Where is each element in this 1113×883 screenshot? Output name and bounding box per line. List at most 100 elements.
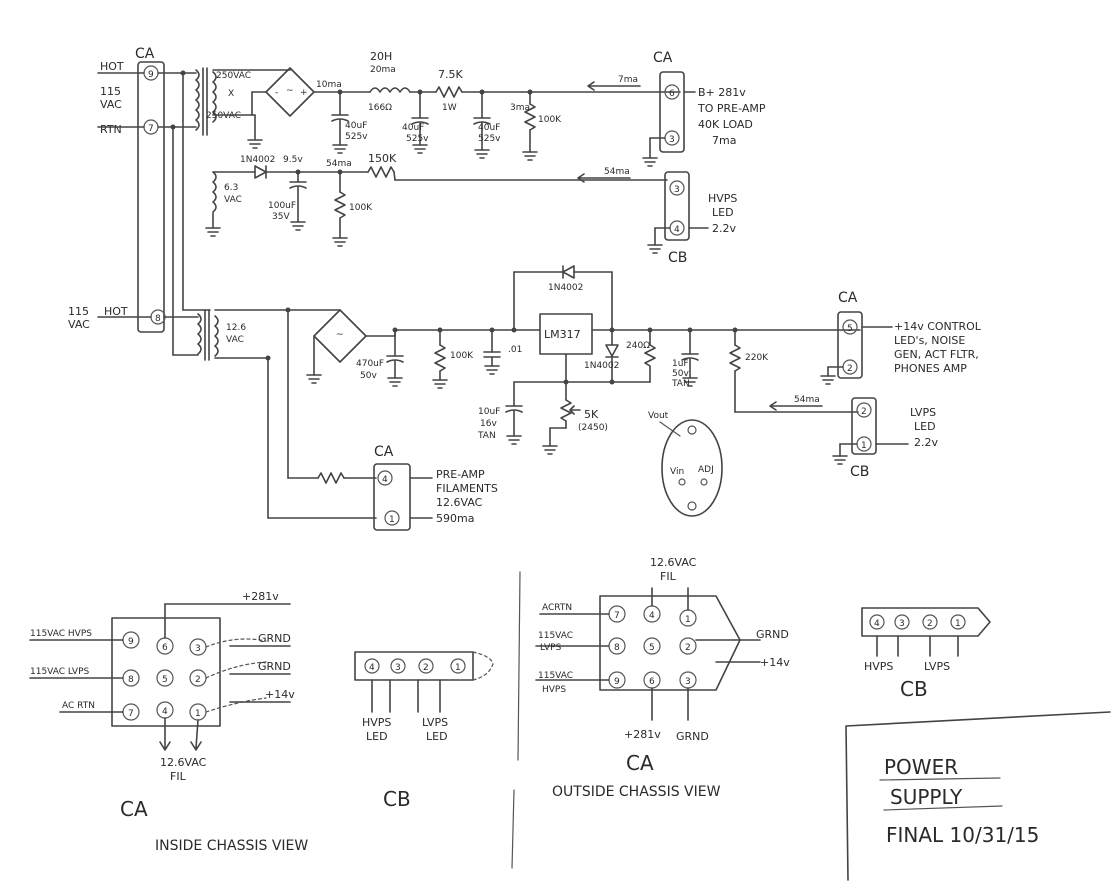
- svg-text:1uF: 1uF: [672, 359, 689, 369]
- svg-text:ADJ: ADJ: [698, 465, 714, 475]
- svg-text:3: 3: [669, 135, 675, 145]
- svg-text:HVPS: HVPS: [708, 192, 737, 205]
- svg-text:PRE-AMP: PRE-AMP: [436, 468, 485, 481]
- hv-section: CA HOT 115 VAC RTN 9 7 8 250VAC X 250VAC: [97, 46, 766, 356]
- svg-text:1: 1: [195, 709, 201, 719]
- hv-led-section: 6.3 VAC 1N4002 9.5v 100uF 35V 54ma 100K …: [205, 152, 737, 266]
- svg-text:TAN: TAN: [671, 379, 690, 389]
- svg-text:LED: LED: [426, 730, 448, 743]
- svg-text:Vout: Vout: [648, 411, 669, 421]
- vac-label: VAC: [100, 98, 122, 111]
- svg-text:2: 2: [195, 675, 201, 685]
- svg-text:2: 2: [847, 364, 853, 374]
- transformer2-secondary: [214, 315, 219, 357]
- ct-x-label: X: [228, 89, 234, 99]
- filament-section: CA 4 1 PRE-AMP FILAMENTS 12.6VAC 590ma: [267, 444, 498, 531]
- svg-text:1N4002: 1N4002: [240, 155, 275, 165]
- svg-text:1N4002: 1N4002: [548, 283, 583, 293]
- v115-label: 115: [100, 85, 121, 98]
- svg-text:LVPS: LVPS: [422, 716, 448, 729]
- svg-text:LVPS: LVPS: [540, 643, 562, 653]
- rtn-label: RTN: [100, 123, 122, 136]
- svg-text:2: 2: [423, 663, 429, 673]
- svg-text:HVPS: HVPS: [542, 685, 566, 695]
- svg-text:HVPS: HVPS: [864, 660, 893, 673]
- pin-9-label: 9: [148, 70, 154, 80]
- view-divider: [511, 571, 521, 869]
- bplus-ma-label: 7ma: [712, 134, 736, 147]
- svg-text:+281v: +281v: [242, 590, 279, 603]
- svg-text:+14v: +14v: [265, 688, 295, 701]
- svg-text:2.2v: 2.2v: [914, 436, 938, 449]
- diode-1n4002-bypass: [562, 265, 575, 279]
- svg-text:~: ~: [286, 86, 294, 96]
- choke-label: 20H: [370, 50, 392, 63]
- svg-text:12.6VAC: 12.6VAC: [436, 496, 483, 509]
- svg-text:FIL: FIL: [660, 570, 677, 583]
- out-ma-label: 7ma: [618, 75, 638, 85]
- svg-text:4: 4: [649, 611, 655, 621]
- svg-text:+14v CONTROL: +14v CONTROL: [894, 320, 982, 333]
- pin-8-label: 8: [155, 314, 161, 324]
- current-arrow-54ma-lv: [769, 401, 823, 411]
- bplus-dest-label: TO PRE-AMP: [697, 102, 766, 115]
- svg-text:8: 8: [128, 675, 134, 685]
- ca-pin-4: [377, 470, 393, 486]
- sec-hi-label: 250VAC: [216, 71, 251, 81]
- pin-7-label: 7: [148, 124, 154, 134]
- svg-text:LED's, NOISE: LED's, NOISE: [894, 334, 965, 347]
- svg-text:7: 7: [614, 611, 620, 621]
- ca-out-connector: [659, 71, 685, 153]
- svg-text:100K: 100K: [349, 203, 373, 213]
- svg-text:GRND: GRND: [756, 628, 789, 641]
- current-arrow-7ma: [587, 81, 641, 91]
- svg-text:16v: 16v: [480, 419, 497, 429]
- svg-text:470uF: 470uF: [356, 359, 384, 369]
- svg-text:50v: 50v: [672, 369, 689, 379]
- svg-text:~: ~: [336, 330, 344, 340]
- svg-text:1: 1: [861, 441, 867, 451]
- svg-text:1: 1: [685, 615, 691, 625]
- svg-text:4: 4: [874, 619, 880, 629]
- svg-text:CA: CA: [838, 290, 858, 306]
- svg-text:54ma: 54ma: [604, 167, 630, 177]
- svg-text:5: 5: [649, 643, 655, 653]
- svg-text:LED: LED: [712, 206, 734, 219]
- resistor-100k-lv: 100K: [432, 329, 474, 389]
- title-supply: SUPPLY: [890, 785, 963, 809]
- svg-text:40uF: 40uF: [478, 123, 500, 133]
- svg-text:VAC: VAC: [226, 335, 244, 345]
- r75k-watt-label: 1W: [442, 103, 457, 113]
- resistor-150k: [367, 166, 395, 178]
- choke-ma-label: 20ma: [370, 65, 396, 75]
- resistor-filament: [317, 472, 345, 484]
- cap-1uf-tan: 1uF 50v TAN: [671, 329, 699, 389]
- svg-text:Vin: Vin: [670, 467, 684, 477]
- svg-text:12.6: 12.6: [226, 323, 246, 333]
- svg-text:FILAMENTS: FILAMENTS: [436, 482, 498, 495]
- title-power: POWER: [884, 755, 958, 779]
- svg-text:FIL: FIL: [170, 770, 187, 783]
- svg-text:50v: 50v: [360, 371, 377, 381]
- cap-10uf-tan: 10uF 16v TAN: [477, 381, 523, 445]
- svg-text:CB: CB: [668, 250, 687, 266]
- svg-text:35V: 35V: [272, 212, 290, 222]
- ca-out-label: CA: [653, 50, 673, 66]
- svg-text:5: 5: [162, 675, 168, 685]
- inside-chassis-caption: INSIDE CHASSIS VIEW: [155, 838, 308, 854]
- lm317-to3-package: Vout Vin ADJ: [648, 411, 723, 517]
- svg-text:CA: CA: [120, 797, 148, 821]
- transformer-secondary-6v3: [212, 171, 217, 213]
- svg-text:VAC: VAC: [68, 318, 90, 331]
- svg-text:-: -: [275, 88, 278, 98]
- svg-text:LM317: LM317: [544, 328, 581, 341]
- cb-pin-3: [669, 180, 685, 196]
- svg-text:2: 2: [861, 407, 867, 417]
- svg-text:6: 6: [162, 643, 168, 653]
- svg-text:GRND: GRND: [258, 660, 291, 673]
- svg-text:HVPS: HVPS: [362, 716, 391, 729]
- svg-text:VAC: VAC: [224, 195, 242, 205]
- svg-text:4: 4: [369, 663, 375, 673]
- cap-40uf-3: 40uF 525v: [473, 91, 501, 159]
- ca-out-pin-6: [664, 84, 680, 100]
